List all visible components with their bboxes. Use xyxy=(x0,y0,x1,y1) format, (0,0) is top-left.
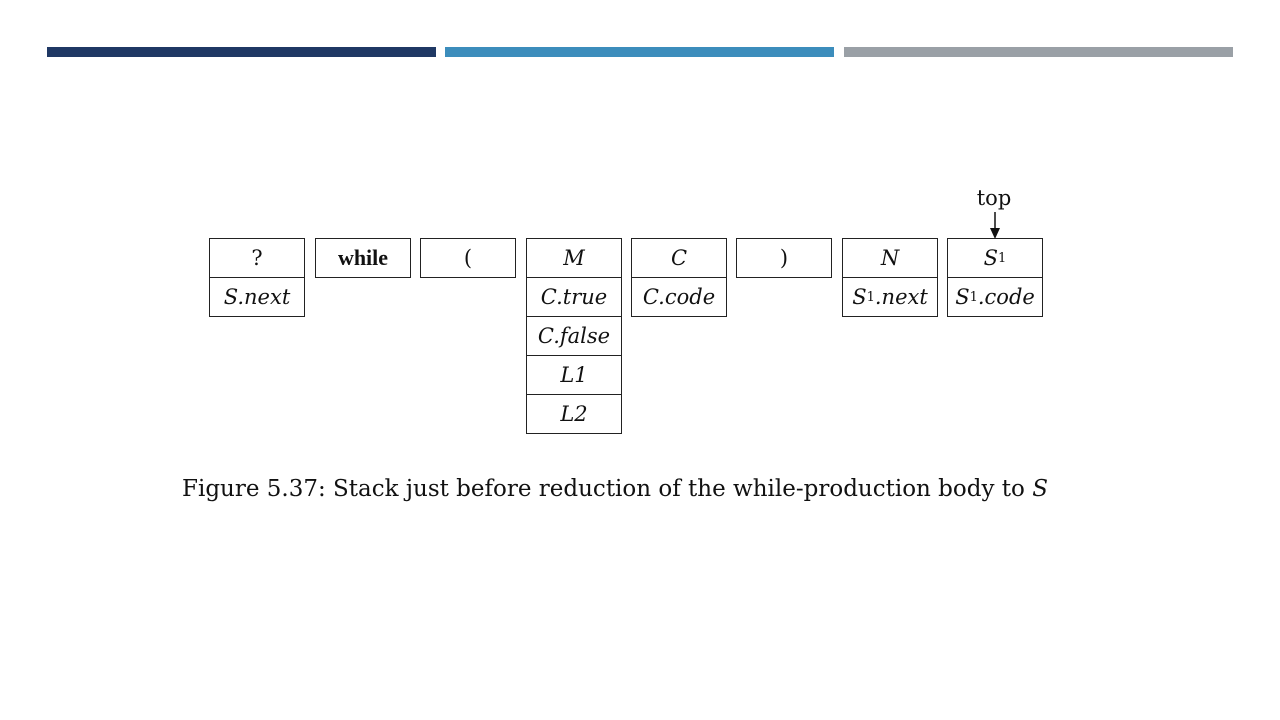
stack-cell-text: ) xyxy=(779,246,789,270)
stack-column: ? S.next xyxy=(209,238,305,317)
stack-cell: ? xyxy=(209,238,305,278)
top-pointer-label: top xyxy=(976,186,1012,210)
stack-cell-suffix: .code xyxy=(977,285,1035,309)
stack-cell-text: S xyxy=(983,246,999,270)
stack-cell: ) xyxy=(736,238,832,278)
stack-cell-text: while xyxy=(337,245,389,270)
top-pointer-arrow-icon xyxy=(990,212,1000,239)
header-bar-dark xyxy=(47,47,436,57)
header-bar-gray xyxy=(844,47,1233,57)
stack-cell-subscript: 1 xyxy=(969,289,978,305)
stack-column: ) xyxy=(736,238,832,278)
stack-cell-text: C xyxy=(670,246,688,270)
stack-cell-text: C.true xyxy=(540,285,608,309)
stack-cell-text: C.code xyxy=(642,285,716,309)
stack-cell-text: L2 xyxy=(560,402,588,426)
stack-cell: L1 xyxy=(526,355,622,395)
stack-column: while xyxy=(315,238,411,278)
stack-cell-suffix: .next xyxy=(874,285,928,309)
stack-cell-text: ( xyxy=(463,246,473,270)
figure-caption: Figure 5.37: Stack just before reduction… xyxy=(182,476,1142,502)
stack-column: C C.code xyxy=(631,238,727,317)
stack-cell-text: S.next xyxy=(223,285,291,309)
stack-cell-text: C.false xyxy=(537,324,611,348)
caption-text: Figure 5.37: Stack just before reduction… xyxy=(182,476,1033,502)
header-bar-blue xyxy=(445,47,834,57)
stack-cell-text: M xyxy=(563,246,585,270)
stack-cell-text: S xyxy=(955,285,970,309)
stack-cell: N xyxy=(842,238,938,278)
stack-cell: while xyxy=(315,238,411,278)
stack-column: ( xyxy=(420,238,516,278)
stack-cell: C.true xyxy=(526,277,622,317)
stack-cell-text: S xyxy=(852,285,867,309)
stack-cell: L2 xyxy=(526,394,622,434)
caption-symbol: S xyxy=(1032,476,1048,502)
stack-cell: C.false xyxy=(526,316,622,356)
stack-cell: S.next xyxy=(209,277,305,317)
stack-cell: M xyxy=(526,238,622,278)
stack-cell: C xyxy=(631,238,727,278)
stack-cell-text: N xyxy=(880,246,900,270)
stack-cell: ( xyxy=(420,238,516,278)
stack-cell-text: ? xyxy=(251,246,263,270)
stack-cell-text: L1 xyxy=(560,363,588,387)
stack-cell-subscript: 1 xyxy=(866,289,875,305)
stack-cell-subscript: 1 xyxy=(998,250,1007,266)
stack-cell: C.code xyxy=(631,277,727,317)
